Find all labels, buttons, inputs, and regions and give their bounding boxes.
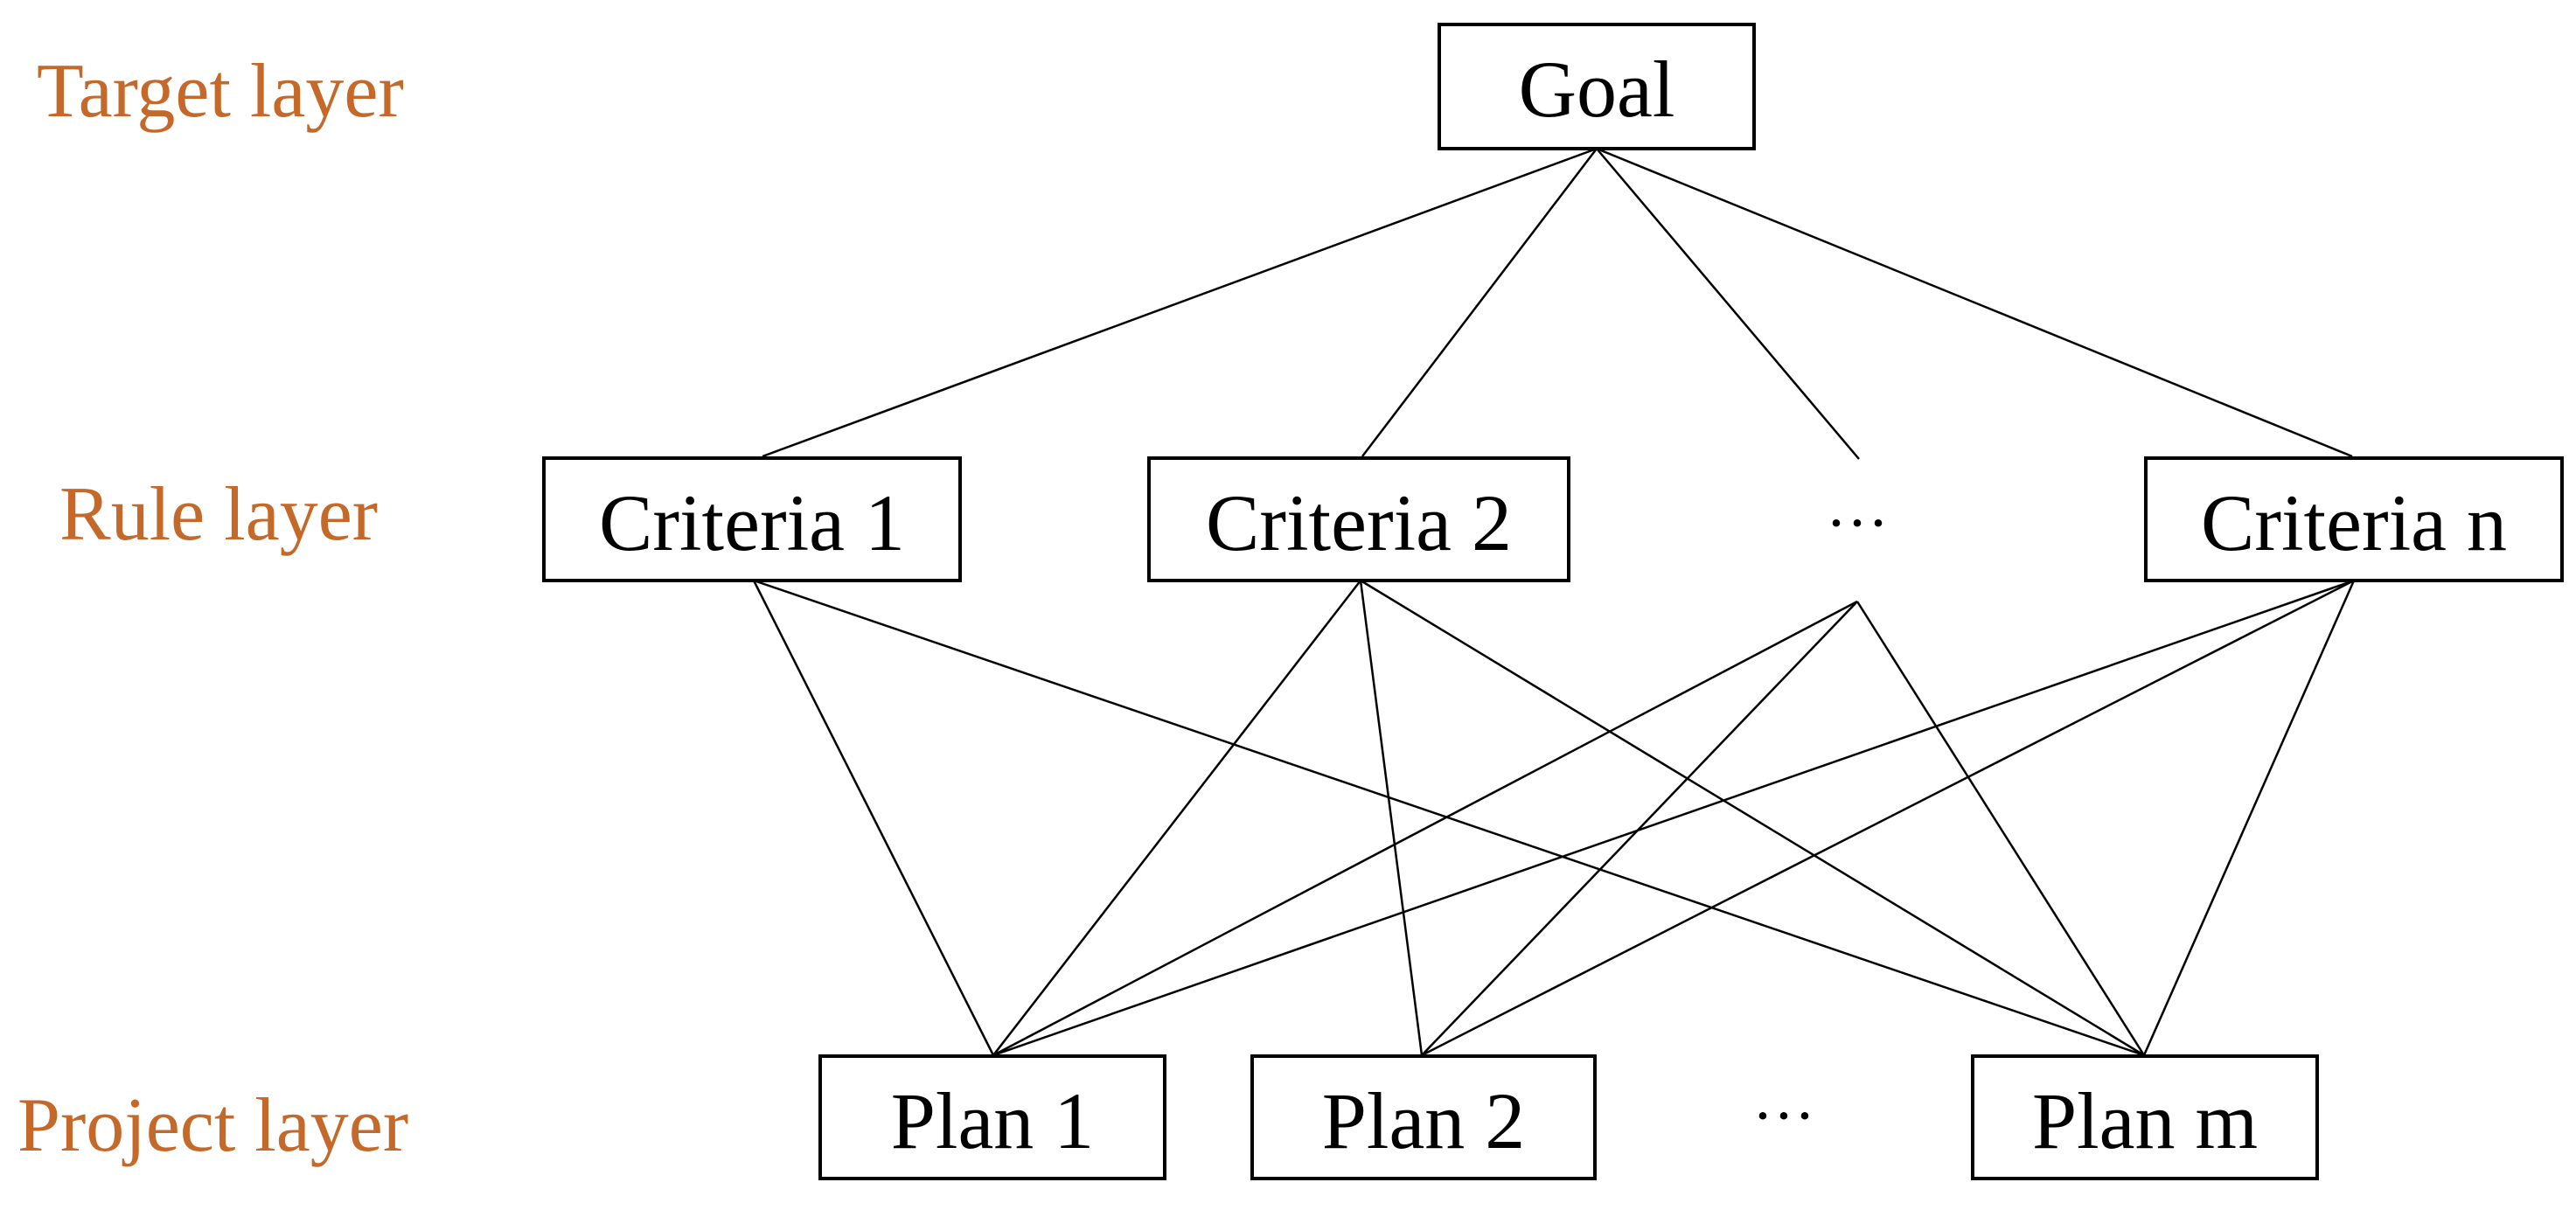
criteria-node-n: Criteria n [2144,456,2564,582]
edge-criteria-2-plan-m [1360,579,2145,1057]
criteria-node-2: Criteria 2 [1147,456,1570,582]
edges-criteria-to-plans [752,579,2356,1057]
edge-criteria-1-plan-m [753,579,2145,1057]
layer-label-target: Target layer [37,49,404,134]
edge-criteria-n-plan-1 [992,579,2355,1057]
plan-node-1: Plan 1 [818,1054,1166,1180]
criteria-n-box [2144,456,2564,582]
criteria-ellipsis: ··· [1826,488,1889,558]
plan-m-label: Plan m [2032,1076,2258,1165]
plan-node-m: Plan m [1971,1054,2319,1180]
edge-criteria-2-plan-1 [992,580,1361,1056]
goal-node: Goal [1438,23,1756,150]
plan-2-box [1250,1054,1597,1180]
goal-label: Goal [1519,45,1675,134]
edge-ellipsis-plan-2 [1421,601,1858,1056]
plan-m-box [1971,1054,2319,1180]
plan-2-label: Plan 2 [1322,1076,1526,1165]
criteria-1-box [542,456,962,582]
plans-ellipsis: ··· [1752,1081,1815,1151]
edges-goal-to-criteria [762,147,2353,460]
criteria-2-label: Criteria 2 [1206,478,1512,567]
edge-goal-criteria-n [1596,147,2353,458]
edge-criteria-n-plan-2 [1421,579,2355,1057]
plan-node-2: Plan 2 [1250,1054,1597,1180]
edge-ellipsis-plan-m [1855,601,2146,1056]
edge-criteria-1-plan-1 [752,580,995,1056]
edge-goal-criteria-1 [762,147,1598,458]
plan-1-box [818,1054,1166,1180]
layer-label-project: Project layer [17,1083,408,1168]
layer-label-rule: Rule layer [59,472,378,557]
criteria-2-box [1147,456,1570,582]
edge-criteria-2-plan-2 [1359,580,1424,1056]
edge-criteria-n-plan-m [2142,580,2356,1056]
goal-box [1438,23,1756,150]
edge-goal-criteria-2 [1361,148,1598,457]
edge-goal-ellipsis [1596,148,1860,460]
plan-1-label: Plan 1 [891,1076,1095,1165]
criteria-n-label: Criteria n [2201,478,2507,567]
criteria-node-1: Criteria 1 [542,456,962,582]
edge-ellipsis-plan-1 [992,600,1858,1057]
criteria-1-label: Criteria 1 [599,478,905,567]
